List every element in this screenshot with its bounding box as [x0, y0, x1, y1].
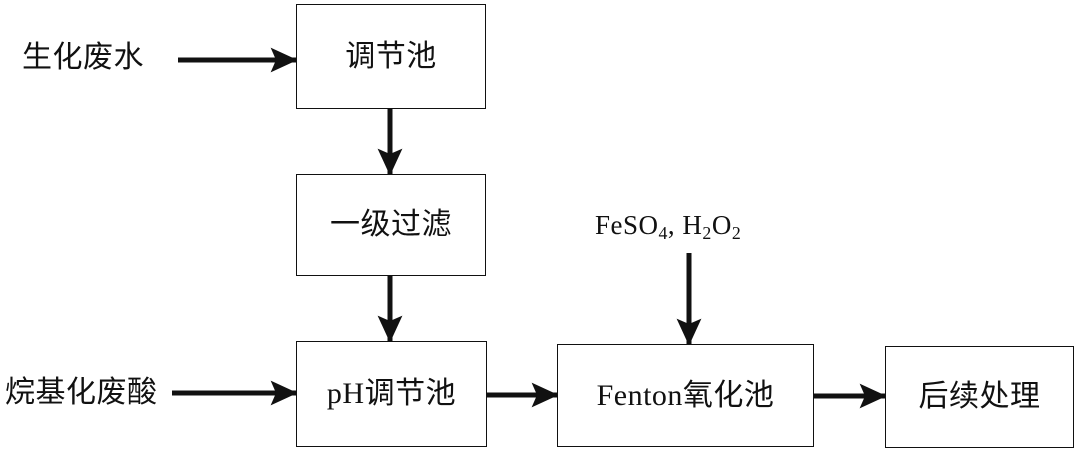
- process-box-yijiguolv[interactable]: 一级过滤: [296, 174, 486, 276]
- process-box-fenton[interactable]: Fenton氧化池: [557, 344, 814, 447]
- process-box-label: 一级过滤: [330, 208, 452, 241]
- input-stream-shenghua-feishui: 生化废水: [22, 43, 144, 73]
- process-box-label: 调节池: [345, 39, 437, 73]
- process-box-ph-tiaojie[interactable]: pH调节池: [296, 341, 487, 447]
- input-stream-wanjihua-feisuan: 烷基化废酸: [5, 378, 158, 408]
- input-stream-label: 烷基化废酸: [5, 376, 158, 409]
- input-stream-label: 生化废水: [22, 41, 144, 74]
- reagent-formula-text: FeSO4, H2O2: [595, 210, 742, 243]
- process-box-houxu[interactable]: 后续处理: [885, 346, 1074, 448]
- process-box-tiaojiechi[interactable]: 调节池: [296, 4, 486, 109]
- reagent-label-fenton-reagents: FeSO4, H2O2: [595, 212, 741, 243]
- process-box-label: 后续处理: [918, 380, 1041, 413]
- process-box-label: pH调节池: [326, 377, 457, 410]
- process-box-label: Fenton氧化池: [596, 378, 775, 412]
